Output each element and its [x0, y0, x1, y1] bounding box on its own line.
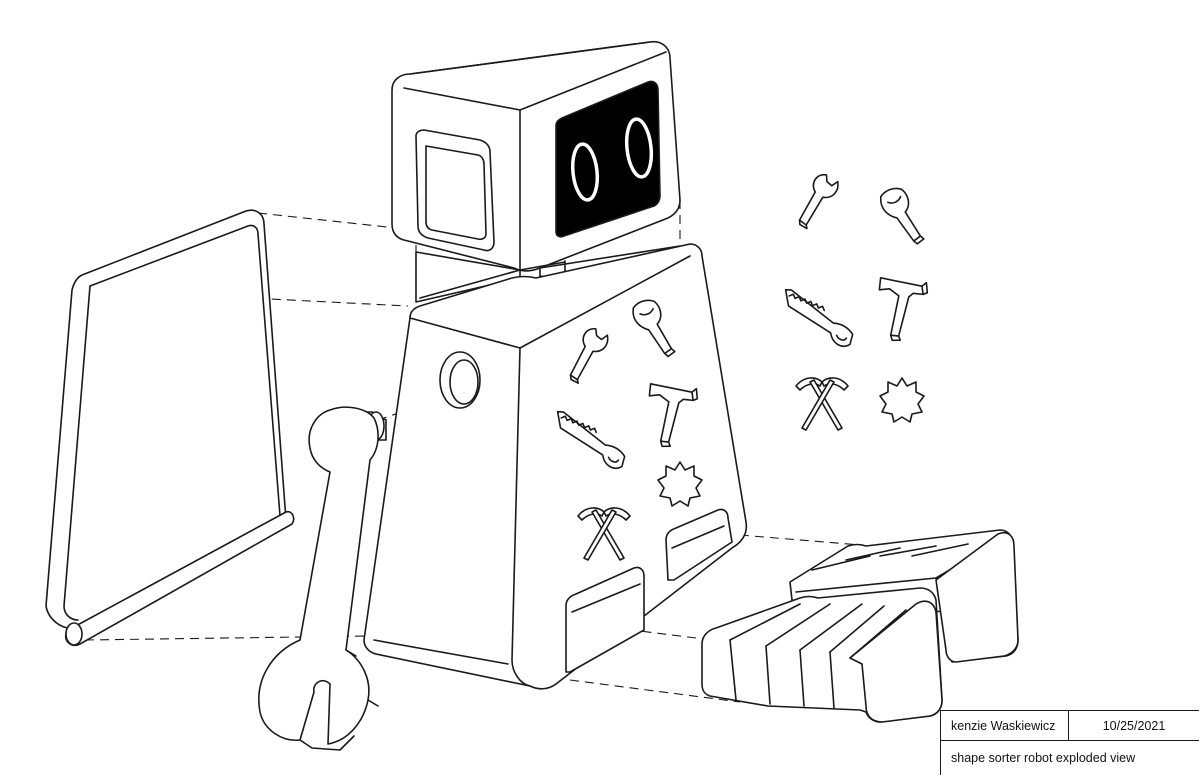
large-wrench — [258, 406, 387, 751]
author-name: kenzie Waskiewicz — [941, 711, 1069, 740]
loose-shape-pieces — [781, 170, 930, 431]
robot-head — [0, 0, 681, 319]
drawing-date: 10/25/2021 — [1102, 718, 1166, 733]
gear-icon — [879, 377, 925, 423]
robot-screen — [0, 0, 1, 1]
side-panel — [45, 209, 295, 647]
pipe-wrench-icon — [876, 183, 928, 252]
crossed-pickaxes-icon — [795, 377, 849, 431]
title-block-header-row: kenzie Waskiewicz 10/25/2021 — [941, 711, 1199, 741]
saw-icon — [781, 288, 857, 348]
hammer-icon — [873, 277, 930, 345]
tread-block-front — [701, 587, 943, 723]
robot-right-eye — [624, 117, 654, 179]
wrench-icon — [795, 170, 842, 235]
title-block: kenzie Waskiewicz 10/25/2021 shape sorte… — [940, 710, 1199, 775]
drawing-title: shape sorter robot exploded view — [951, 751, 1136, 765]
robot-body — [363, 243, 748, 690]
robot-left-eye — [570, 142, 600, 202]
